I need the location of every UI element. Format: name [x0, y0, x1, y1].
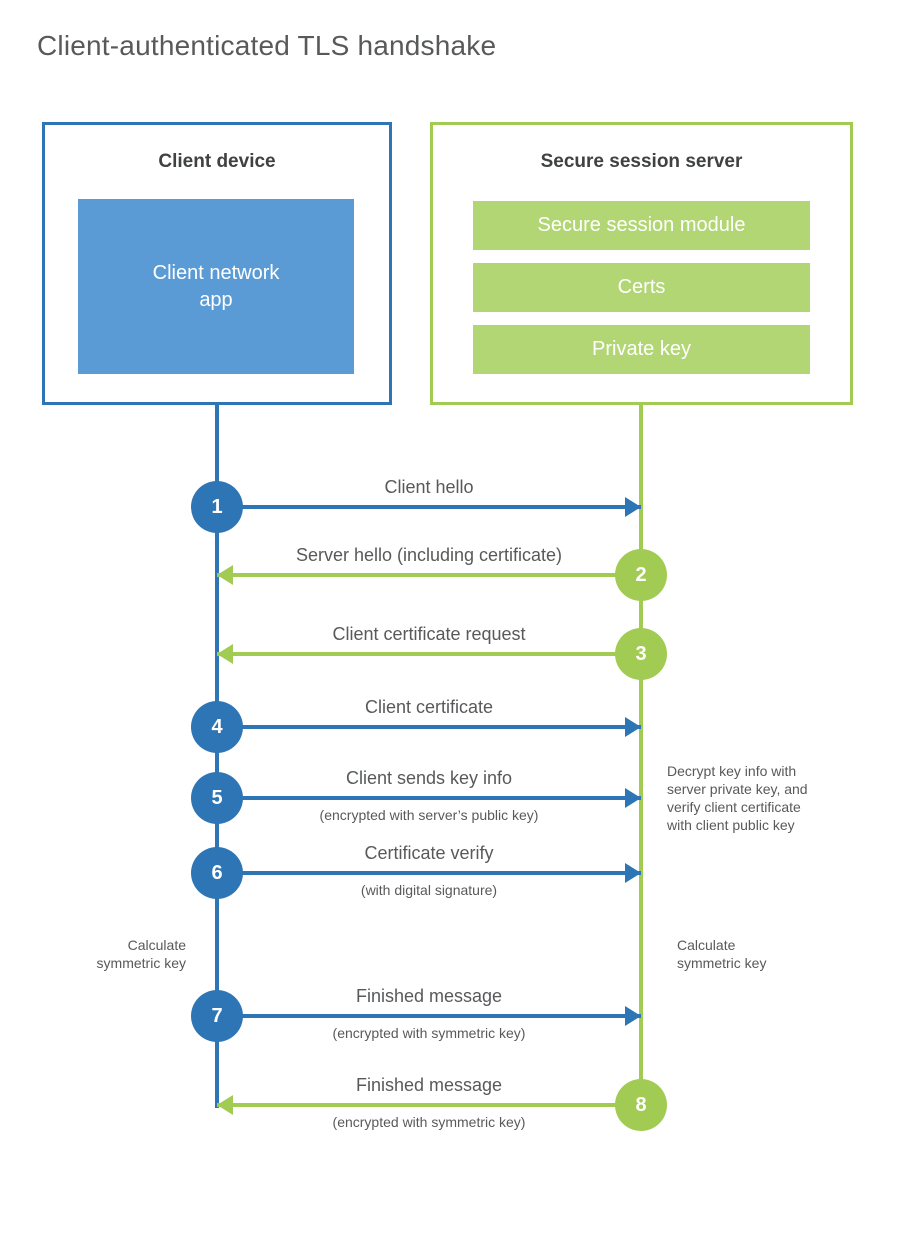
- message-sublabel: (with digital signature): [360, 882, 498, 898]
- server-lifeline: [639, 405, 643, 1105]
- message-arrow-shaft: [217, 573, 641, 577]
- step-number-badge: 1: [191, 481, 243, 533]
- message-arrow-shaft: [217, 1103, 641, 1107]
- arrowhead-icon: [217, 565, 233, 585]
- step-number-badge: 3: [615, 628, 667, 680]
- message-label: Finished message: [355, 986, 503, 1006]
- message-arrow-shaft: [217, 505, 641, 509]
- secure-session-server-box: Secure session server Secure session mod…: [430, 122, 853, 405]
- arrowhead-icon: [217, 1095, 233, 1115]
- step-number-badge: 2: [615, 549, 667, 601]
- message-label: Certificate verify: [364, 843, 494, 863]
- arrowhead-icon: [625, 788, 641, 808]
- message-label: Server hello (including certificate): [295, 545, 563, 565]
- arrowhead-icon: [625, 717, 641, 737]
- server-module-bar: Secure session module: [473, 201, 810, 250]
- client-network-app-box: Client network app: [78, 199, 354, 374]
- message-label: Client hello: [384, 477, 474, 497]
- step-number-badge: 6: [191, 847, 243, 899]
- message-arrow-shaft: [217, 1014, 641, 1018]
- client-device-title: Client device: [158, 151, 276, 172]
- message-sublabel: (encrypted with symmetric key): [332, 1025, 526, 1041]
- client-device-box: Client device Client network app: [42, 122, 392, 405]
- step-number-badge: 7: [191, 990, 243, 1042]
- message-label: Client certificate: [364, 697, 494, 717]
- calc-symmetric-key-note-client: Calculate symmetric key: [96, 937, 186, 971]
- message-label: Client sends key info: [345, 768, 513, 788]
- message-sublabel: (encrypted with server’s public key): [319, 807, 539, 823]
- arrowhead-icon: [625, 497, 641, 517]
- secure-session-server-title: Secure session server: [540, 151, 743, 172]
- message-sublabel: (encrypted with symmetric key): [332, 1114, 526, 1130]
- message-arrow-shaft: [217, 652, 641, 656]
- step-number-badge: 4: [191, 701, 243, 753]
- server-private-key-bar: Private key: [473, 325, 810, 374]
- step-number-badge: 8: [615, 1079, 667, 1131]
- step-number-badge: 5: [191, 772, 243, 824]
- message-label: Finished message: [355, 1075, 503, 1095]
- decrypt-key-note: Decrypt key info with server private key…: [667, 763, 808, 833]
- message-label: Client certificate request: [332, 624, 526, 644]
- message-arrow-shaft: [217, 871, 641, 875]
- arrowhead-icon: [217, 644, 233, 664]
- server-certs-bar: Certs: [473, 263, 810, 312]
- message-arrow-shaft: [217, 796, 641, 800]
- arrowhead-icon: [625, 863, 641, 883]
- calc-symmetric-key-note-server: Calculate symmetric key: [677, 937, 767, 971]
- page-title: Client-authenticated TLS handshake: [37, 30, 497, 61]
- message-arrow-shaft: [217, 725, 641, 729]
- client-lifeline: [215, 405, 219, 1108]
- arrowhead-icon: [625, 1006, 641, 1026]
